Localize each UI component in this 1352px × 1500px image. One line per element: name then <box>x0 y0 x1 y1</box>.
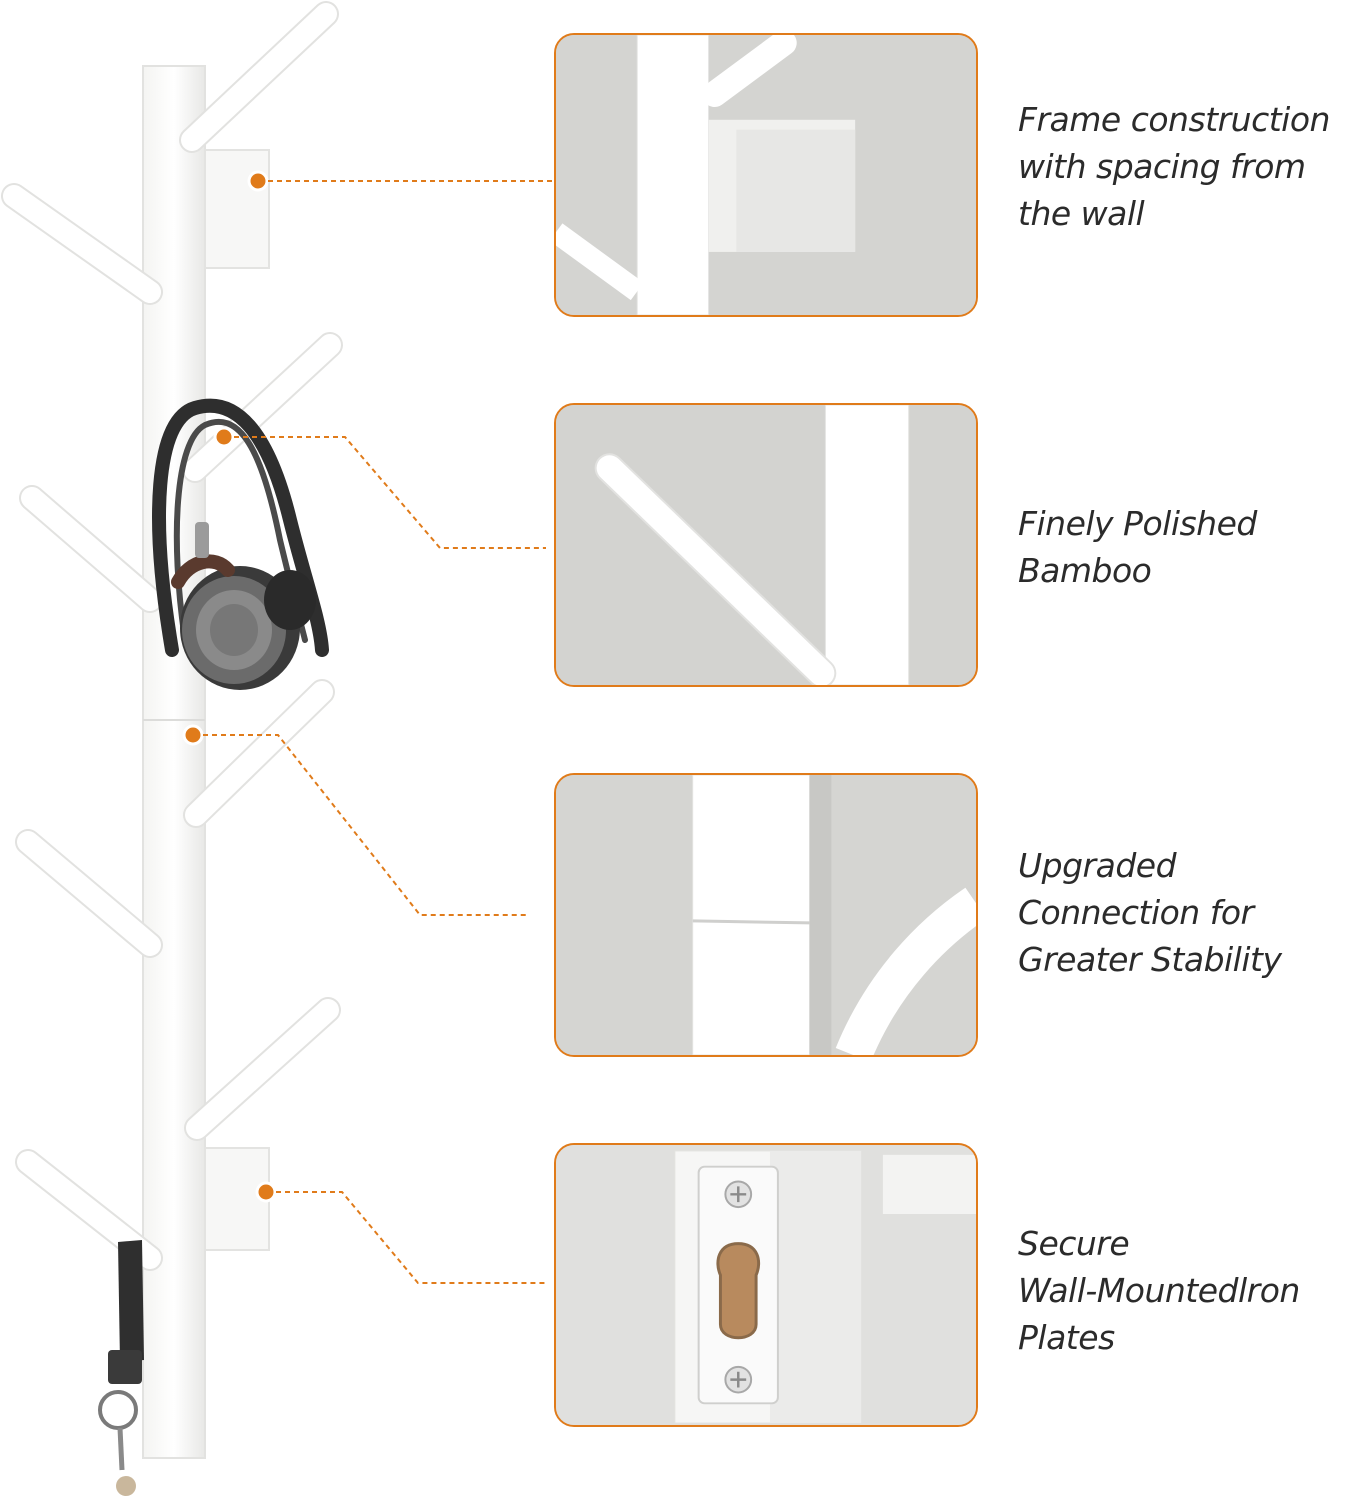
caption-connection-line-3: Greater Stability <box>1018 940 1282 979</box>
right-hooks <box>179 1 343 1141</box>
caption-bamboo: Finely Polished Bamboo <box>1018 500 1352 594</box>
keyhole-icon <box>716 1242 761 1340</box>
callout-dot-plates <box>255 1181 277 1203</box>
callout-dot-bamboo <box>213 426 235 448</box>
left-hooks <box>1 183 163 1271</box>
caption-connection-line-2: Connection for <box>1018 893 1254 932</box>
callout-dot-frame <box>247 170 269 192</box>
leader-lines <box>203 180 554 1284</box>
detail-panel-bamboo <box>554 403 978 687</box>
caption-frame-line-2: with spacing from <box>1018 147 1306 186</box>
caption-frame: Frame construction with spacing from the… <box>1018 96 1352 237</box>
caption-plates-line-3: Plates <box>1018 1318 1115 1357</box>
detail-panel-plates <box>554 1143 978 1427</box>
screw-icon <box>724 1180 753 1394</box>
caption-connection: Upgraded Connection for Greater Stabilit… <box>1018 842 1352 983</box>
caption-bamboo-line-1: Finely Polished <box>1018 504 1257 543</box>
detail-panel-frame <box>554 33 978 317</box>
callout-dots <box>182 170 277 1203</box>
caption-plates: Secure Wall-Mountedlron Plates <box>1018 1220 1352 1361</box>
caption-bamboo-line-2: Bamboo <box>1018 551 1152 590</box>
detail-panel-connection <box>554 773 978 1057</box>
caption-connection-line-1: Upgraded <box>1018 846 1177 885</box>
key-ring-icon <box>98 1240 144 1496</box>
spacer-block-top <box>204 149 270 269</box>
caption-frame-line-1: Frame construction <box>1018 100 1330 139</box>
headphones-icon <box>152 398 329 690</box>
callout-dot-connection <box>182 724 204 746</box>
caption-plates-line-2: Wall-Mountedlron <box>1018 1271 1300 1310</box>
caption-plates-line-1: Secure <box>1018 1224 1130 1263</box>
caption-frame-line-3: the wall <box>1018 194 1145 233</box>
